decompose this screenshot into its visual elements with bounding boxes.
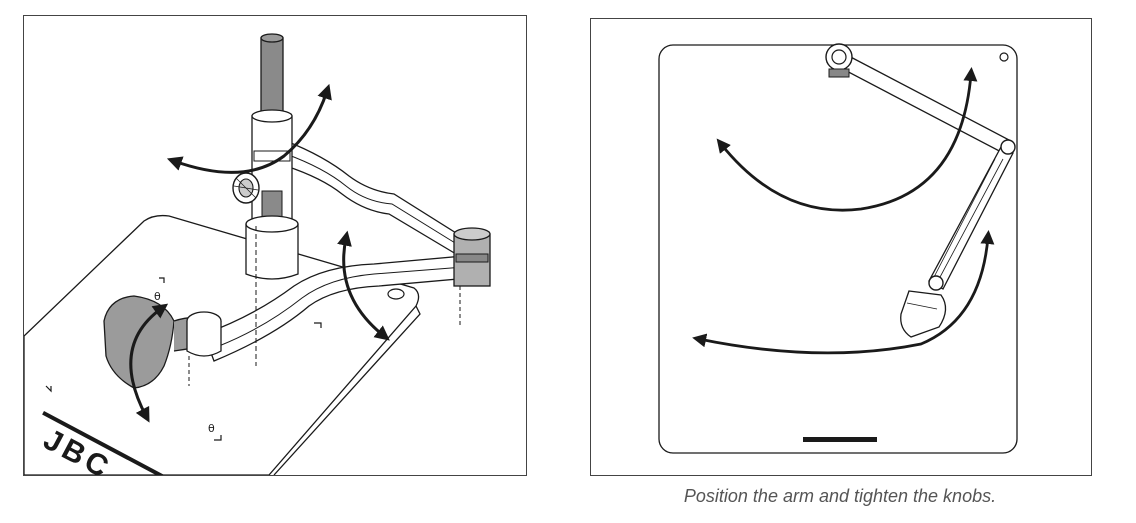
rotation-arrow-icon — [337, 230, 390, 341]
angle-symbol-2: θ — [208, 422, 215, 435]
pivot-icon — [1000, 139, 1016, 155]
top-view-illustration — [658, 43, 1018, 454]
corner-hole — [999, 52, 1009, 62]
base-cylinder — [245, 224, 299, 280]
rotation-arrow-icon — [692, 230, 995, 355]
angle-symbol-1: θ — [154, 290, 161, 303]
vertical-rod — [260, 37, 284, 119]
base-screw — [387, 288, 405, 300]
pivot-icon — [825, 43, 853, 78]
perspective-view-panel: JBC θ θ — [23, 15, 527, 476]
pivot-cylinder — [453, 227, 491, 326]
top-view-panel — [590, 18, 1092, 476]
rotation-arrow-icon — [166, 83, 332, 174]
knob-icon[interactable] — [232, 172, 260, 204]
perspective-illustration: JBC θ θ — [24, 33, 491, 475]
upper-arm — [285, 140, 465, 255]
rotation-arrow-icon — [716, 67, 978, 212]
rotation-arrow-icon — [129, 303, 169, 423]
pivot-icon — [928, 275, 944, 291]
figure-caption: Position the arm and tighten the knobs. — [683, 486, 997, 506]
base-plate-edge — [273, 305, 421, 475]
base-logo-mark — [803, 437, 877, 442]
